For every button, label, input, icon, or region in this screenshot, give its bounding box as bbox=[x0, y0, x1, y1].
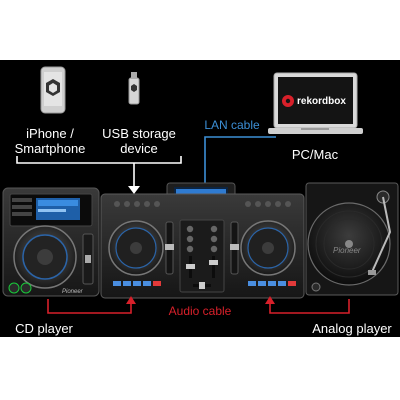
rekordbox-logo bbox=[282, 95, 294, 107]
usb-label-line1: USB storage bbox=[102, 126, 176, 141]
smartphone-label: iPhone / Smartphone bbox=[10, 126, 90, 156]
cd-player-brand: Pioneer bbox=[62, 289, 84, 295]
lan-cable-label: LAN cable bbox=[204, 118, 260, 132]
audio-cable-lines bbox=[47, 299, 350, 314]
smartphone-icon bbox=[40, 66, 66, 114]
audio-arrow-right bbox=[265, 296, 275, 304]
source-arrow bbox=[128, 186, 140, 194]
analog-player-label: Analog player bbox=[312, 321, 392, 336]
audio-arrow-left bbox=[126, 296, 136, 304]
dj-controller bbox=[100, 193, 305, 299]
audio-cable-label: Audio cable bbox=[168, 304, 232, 318]
source-bracket-lines bbox=[16, 156, 182, 188]
usb-stick-icon bbox=[128, 72, 140, 105]
turntable-brand: Pioneer bbox=[333, 246, 361, 255]
pc-mac-label: PC/Mac bbox=[291, 147, 339, 162]
usb-label-line2: device bbox=[120, 141, 158, 156]
rekordbox-logo-text: rekordbox bbox=[297, 96, 346, 107]
analog-turntable: Pioneer bbox=[305, 182, 399, 296]
usb-label: USB storage device bbox=[94, 126, 184, 156]
laptop-icon bbox=[268, 72, 363, 134]
smartphone-label-line2: Smartphone bbox=[14, 141, 86, 156]
lan-cable-line bbox=[204, 136, 276, 187]
cd-player-label: CD player bbox=[15, 321, 73, 336]
cd-player: Pioneer bbox=[2, 187, 100, 297]
smartphone-label-line1: iPhone / bbox=[26, 126, 74, 141]
